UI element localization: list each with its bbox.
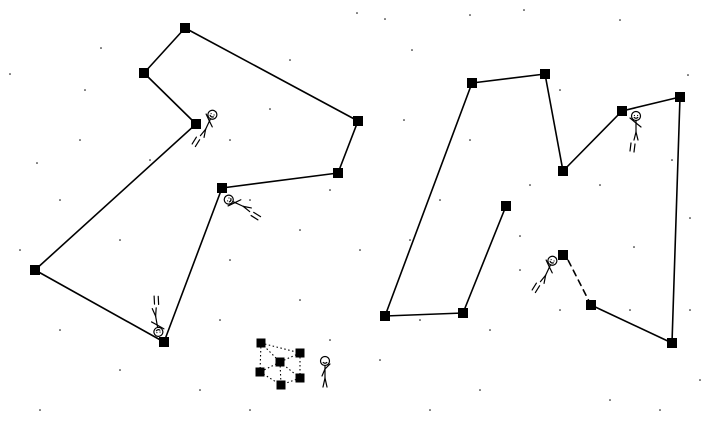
right-broken-segment — [462, 205, 507, 314]
route-node — [139, 68, 149, 78]
flying-figure-right-middle — [531, 255, 558, 294]
routes — [34, 27, 681, 344]
standing-figure — [319, 355, 331, 388]
route-node — [467, 78, 477, 88]
route-node — [159, 337, 169, 347]
left-path-route — [34, 27, 359, 343]
route-node — [30, 265, 40, 275]
route-node — [667, 338, 677, 348]
route-node — [558, 166, 568, 176]
star-dots — [9, 9, 701, 411]
route-node — [675, 92, 685, 102]
route-node — [458, 308, 468, 318]
route-node — [586, 300, 596, 310]
route-node — [501, 201, 511, 211]
route-node — [180, 23, 190, 33]
route-node — [217, 183, 227, 193]
route-node — [333, 168, 343, 178]
flying-figure-top-right — [629, 110, 642, 153]
route-node — [353, 116, 363, 126]
flying-figure-bottom-left — [150, 295, 165, 337]
route-node — [191, 119, 201, 129]
route-node — [558, 250, 568, 260]
right-dashed-route — [566, 257, 592, 306]
flying-figure-middle — [223, 194, 262, 221]
route-node — [380, 311, 390, 321]
flying-figure-top-left — [191, 109, 218, 148]
figures — [150, 109, 642, 388]
route-node — [540, 69, 550, 79]
nodes — [30, 23, 685, 390]
route-node — [617, 106, 627, 116]
small-dotted-cluster — [255, 338, 305, 390]
